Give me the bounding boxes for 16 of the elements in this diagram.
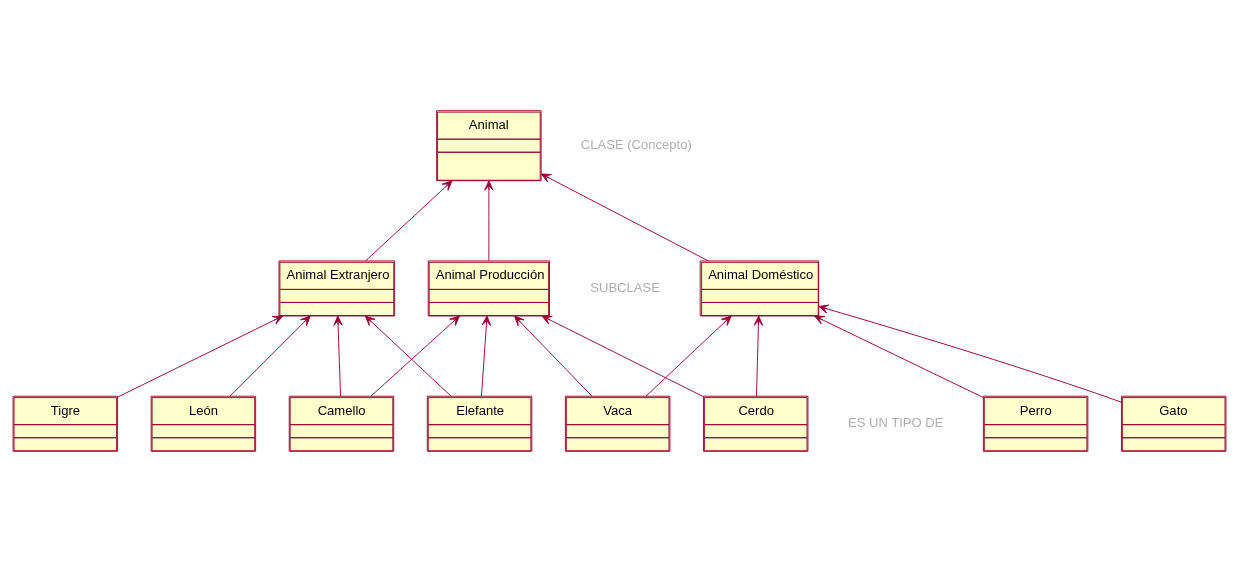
arrow [814,315,984,398]
arrow [541,315,704,397]
arrow [333,315,343,397]
arrow [117,315,283,398]
arrow [484,179,494,261]
label: CLASE (Concepto) [580,136,692,152]
label: ES UN TIPO DE [847,414,944,430]
arrow [480,315,492,397]
label: SUBCLASE [590,279,660,295]
arrow [229,315,311,397]
arrow [645,315,732,397]
arrow [753,315,764,397]
arrow [540,172,709,261]
arrow [514,315,593,397]
arrow [818,304,1122,403]
arrow [365,179,453,261]
